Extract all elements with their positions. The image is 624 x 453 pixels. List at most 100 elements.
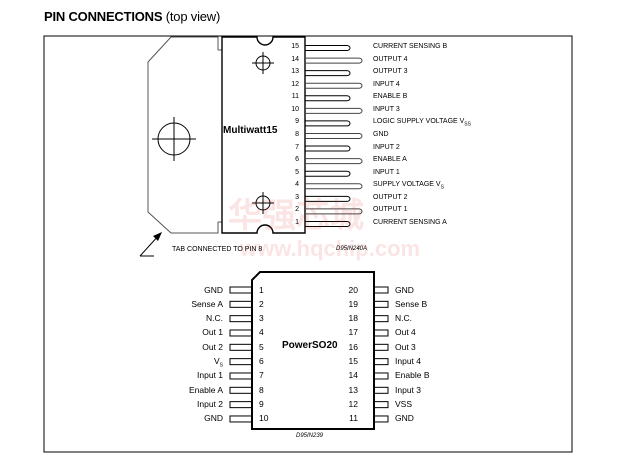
powerso-lead-18 (373, 315, 389, 323)
multiwatt-pin-number-text: 8 (295, 130, 299, 138)
powerso-pin-label-text: Out 1 (202, 327, 223, 338)
multiwatt-pin-number-text: 13 (291, 68, 299, 76)
powerso-pin-number-text: 6 (259, 356, 264, 367)
powerso-lead-16 (373, 343, 389, 351)
powerso-pin-number: 2 (259, 299, 264, 309)
powerso-pin-number: 9 (259, 399, 264, 409)
powerso-lead-11 (373, 415, 389, 423)
powerso-pin-number-text: 10 (259, 413, 269, 424)
multiwatt-pin-number: 14 (291, 56, 299, 63)
multiwatt-pin-number: 9 (295, 118, 299, 125)
multiwatt-pin-number-text: 15 (291, 43, 299, 50)
powerso-lead-3 (229, 315, 253, 323)
powerso-pin-number: 5 (259, 342, 264, 352)
powerso-lead-15 (373, 358, 389, 366)
multiwatt-pin-label: OUTPUT 1 (373, 206, 408, 213)
powerso-pin-label: Out 3 (395, 342, 416, 352)
multiwatt-pin-label: INPUT 3 (373, 106, 400, 113)
powerso-lead-13 (373, 386, 389, 394)
multiwatt-pin-label: INPUT 2 (373, 144, 400, 151)
multiwatt-pin-number: 5 (295, 169, 299, 176)
powerso-pin-number: 14 (349, 370, 358, 380)
powerso-pin-number-text: 18 (348, 313, 358, 324)
powerso-pin-number-text: 4 (259, 327, 264, 338)
powerso-pin-number-text: 13 (348, 384, 358, 395)
powerso-pin-number-text: 15 (348, 356, 358, 367)
powerso-pin-label: Sense B (395, 299, 427, 309)
powerso-pin-label-text: GND (204, 284, 223, 295)
powerso-pin-label-text: Input 3 (395, 384, 421, 395)
powerso-pin-label: GND (395, 285, 414, 295)
multiwatt-pin-label-text: SUPPLY VOLTAGE V (373, 181, 441, 189)
multiwatt-pin-number: 6 (295, 156, 299, 163)
powerso-pin-number: 3 (259, 313, 264, 323)
multiwatt-pin-label-text: LOGIC SUPPLY VOLTAGE V (373, 118, 465, 126)
multiwatt-lead-6 (305, 158, 363, 165)
powerso-lead-9 (229, 401, 253, 409)
powerso-pin-label: Out 1 (202, 327, 223, 337)
multiwatt-lead-9 (305, 120, 351, 127)
multiwatt-pin-number-text: 5 (295, 168, 299, 176)
multiwatt-lead-12 (305, 82, 363, 89)
multiwatt-pin-number: 1 (295, 219, 299, 226)
powerso-lead-10 (229, 415, 253, 423)
powerso-lead-4 (229, 329, 253, 337)
powerso-pin-label: Input 3 (395, 385, 421, 395)
powerso-pin-number: 13 (349, 385, 358, 395)
powerso-pin-label: Input 1 (197, 370, 223, 380)
powerso-pin-label: Enable A (189, 385, 223, 395)
multiwatt-pin-label-text: OUTPUT 2 (373, 193, 408, 201)
powerso-lead-14 (373, 372, 389, 380)
multiwatt-lead-2 (305, 208, 363, 215)
powerso-pin-label-text: GND (395, 413, 414, 424)
powerso-pin-number: 17 (349, 327, 358, 337)
title-sub: (top view) (165, 9, 221, 24)
multiwatt-pin-number-text: 4 (295, 181, 299, 189)
powerso-pin-label-text: Enable B (395, 370, 430, 381)
multiwatt-pin-label-text: ENABLE B (373, 93, 408, 101)
multiwatt-pin-number: 10 (291, 106, 299, 113)
powerso-body (251, 271, 375, 430)
multiwatt-pin-number-text: 6 (295, 156, 299, 164)
watermark-url: www.hqchip.com (240, 236, 421, 261)
powerso-lead-17 (373, 329, 389, 337)
powerso-pin-number: 11 (349, 413, 358, 423)
multiwatt-pin-label-subscript: S (440, 184, 444, 191)
powerso-pin-label-text: GND (204, 413, 223, 424)
multiwatt-pin-label: LOGIC SUPPLY VOLTAGE VSS (373, 118, 471, 127)
powerso-pin-number: 7 (259, 370, 264, 380)
powerso-pin-label: Enable B (395, 370, 430, 380)
powerso-pin-label-subscript: S (219, 362, 223, 369)
powerso-pin-label-text: Input 4 (395, 356, 421, 367)
multiwatt-lead-15 (305, 45, 351, 51)
title-main: PIN CONNECTIONS (44, 9, 163, 24)
powerso-pin-label: VSS (395, 399, 412, 409)
powerso-package-name: PowerSO20 (282, 340, 338, 351)
powerso-pin-label-text: N.C. (395, 313, 412, 324)
multiwatt-lead-7 (305, 145, 351, 152)
multiwatt-lead-3 (305, 195, 351, 202)
multiwatt-pin-number: 4 (295, 181, 299, 188)
powerso-pin-label-text: V (213, 356, 220, 367)
powerso-pin-label-text: Enable A (188, 384, 223, 395)
multiwatt-pin-label: OUTPUT 3 (373, 68, 408, 75)
watermark-cn: 华强芯城 (228, 197, 364, 235)
powerso-pin-label-text: N.C. (206, 313, 223, 324)
powerso-pin-number: 19 (349, 299, 358, 309)
powerso-pin-label-text: Sense B (395, 298, 428, 309)
powerso-pin-label-text: Input 1 (197, 370, 223, 381)
powerso-lead-2 (229, 300, 253, 308)
powerso-lead-5 (229, 343, 253, 351)
multiwatt-pin-number: 11 (292, 93, 299, 100)
multiwatt-pin-number-text: 10 (291, 105, 299, 113)
powerso-pin-number-text: 7 (259, 370, 264, 381)
powerso-pin-number: 8 (259, 385, 264, 395)
multiwatt-pin-label: INPUT 1 (373, 169, 400, 176)
powerso-pin-number-text: 14 (348, 370, 358, 381)
powerso-pin-label: N.C. (206, 313, 223, 323)
multiwatt-pin-number: 7 (295, 144, 299, 151)
multiwatt-pin-number-text: 7 (295, 143, 299, 151)
multiwatt-pin-label: OUTPUT 4 (373, 56, 408, 63)
tab-outline (147, 36, 219, 234)
